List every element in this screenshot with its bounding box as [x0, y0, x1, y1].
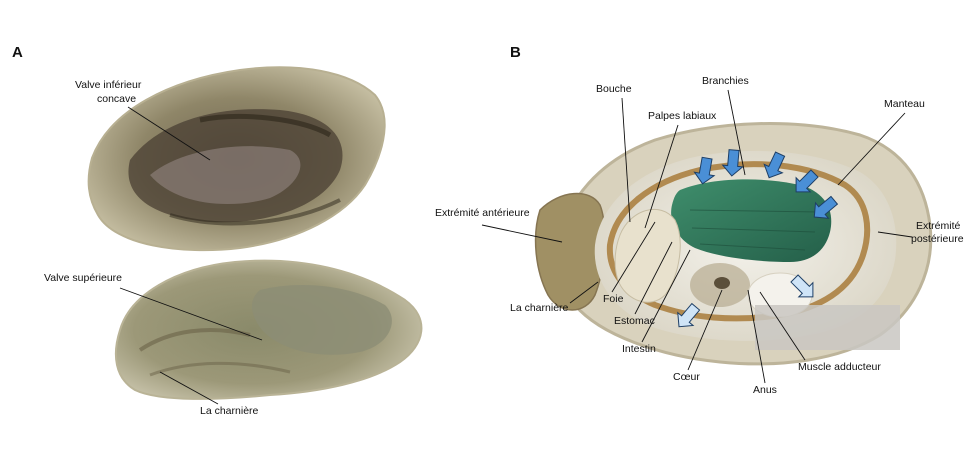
label-valve-inferieur-line2: concave — [97, 93, 136, 105]
panel-a-letter: A — [12, 44, 23, 61]
label-estomac: Estomac — [614, 315, 655, 327]
panel-b-letter: B — [510, 44, 521, 61]
label-intestin: Intestin — [622, 343, 656, 355]
label-valve-inferieur-line1: Valve inférieur — [75, 79, 142, 91]
label-extremite-anterieure: Extrémité antérieure — [435, 207, 530, 219]
label-charniere-a: La charnière — [200, 405, 259, 417]
label-extremite-posterieure-line2: postérieure — [911, 233, 964, 245]
label-coeur: Cœur — [673, 371, 700, 383]
label-anus: Anus — [753, 384, 777, 396]
upper-valve-shell-image — [116, 261, 422, 399]
label-manteau: Manteau — [884, 98, 925, 110]
label-foie: Foie — [603, 293, 624, 305]
label-branchies: Branchies — [702, 75, 749, 87]
label-palpes-labiaux: Palpes labiaux — [648, 110, 717, 122]
label-muscle-adducteur: Muscle adducteur — [798, 361, 881, 373]
label-charniere-b: La charnière — [510, 302, 569, 314]
label-bouche: Bouche — [596, 83, 632, 95]
label-valve-superieure: Valve supérieure — [44, 272, 122, 284]
label-extremite-posterieure-line1: Extrémité — [916, 220, 961, 232]
